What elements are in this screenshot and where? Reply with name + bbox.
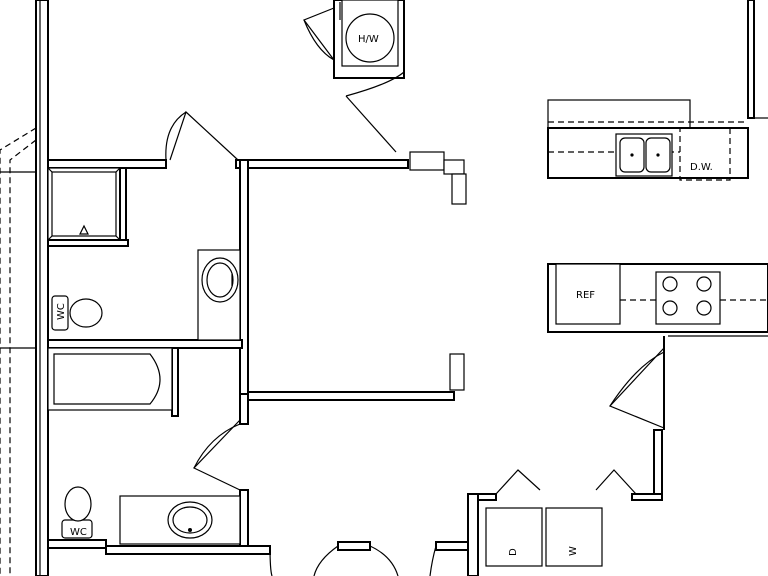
water-heater-closet: H/W — [303, 0, 405, 79]
bay-window — [0, 127, 37, 576]
dryer-label: D — [508, 548, 519, 556]
wc-upper-label: WC — [56, 303, 67, 320]
refrigerator-label: REF — [576, 290, 595, 301]
dishwasher-label: D.W. — [690, 162, 713, 173]
kitchen-lower-counter: REF — [547, 263, 768, 430]
refrigerator — [555, 263, 621, 325]
dishwasher — [679, 127, 731, 181]
water-heater-tank — [345, 13, 395, 63]
lower-bathroom: WC — [47, 347, 241, 545]
water-heater-label: H/W — [358, 34, 379, 45]
toilet-upper — [51, 295, 69, 331]
wc-lower-label: WC — [70, 527, 87, 538]
kitchen-upper-counter: D.W. — [547, 99, 749, 181]
exterior-walls — [35, 0, 768, 576]
dryer — [485, 507, 543, 567]
washer-label: W — [568, 546, 579, 556]
laundry-closet: D W — [485, 469, 637, 567]
upper-bathroom: WC — [47, 110, 241, 341]
washer — [545, 507, 603, 567]
door-swings — [269, 347, 665, 576]
interior-walls — [47, 71, 663, 576]
